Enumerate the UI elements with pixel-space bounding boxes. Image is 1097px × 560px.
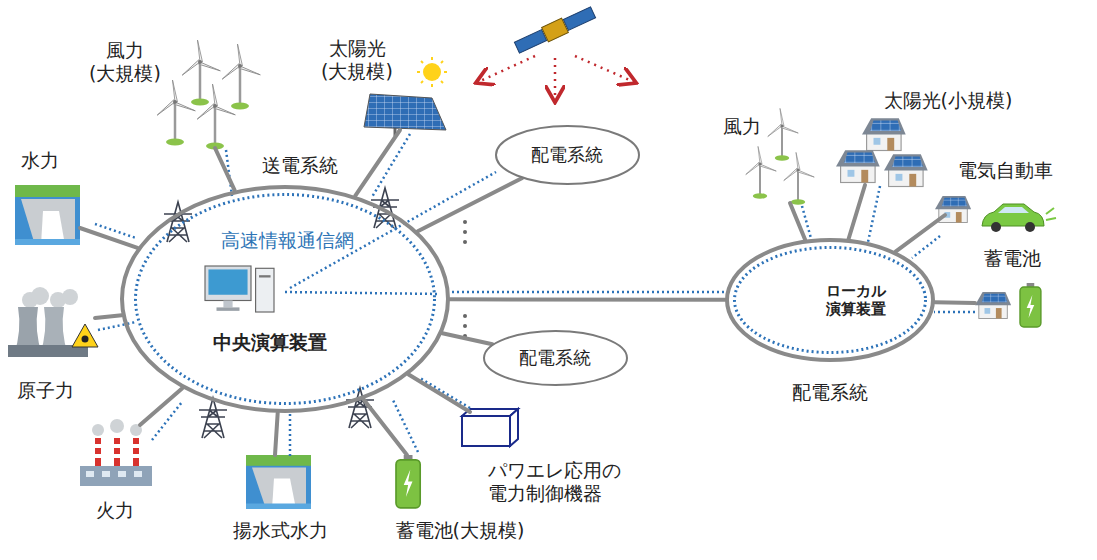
node-label: 送電系統 [262, 154, 338, 177]
thermal-plant [80, 419, 152, 486]
equipment-node: 太陽光 (大規模) [300, 25, 460, 133]
node-label: 水力 [21, 149, 59, 172]
wind-turbines [155, 40, 261, 150]
node-label: 蓄電池(大規模) [396, 519, 525, 542]
power-line [790, 203, 805, 240]
power-line [450, 297, 725, 302]
ellipse-line [727, 240, 933, 360]
node-label: 風力 (大規模) [77, 39, 173, 85]
battery-large [396, 455, 420, 508]
node-label: ローカル 演算装置 [816, 282, 896, 318]
solar-houses [836, 118, 928, 186]
power-line [363, 399, 407, 455]
ellipse-outline [134, 193, 436, 405]
power-electronics-box [462, 409, 518, 446]
battery-house [975, 283, 1041, 327]
ellipse-line [122, 187, 448, 411]
equipment-node: 蓄電池(大規模) [385, 450, 535, 550]
ellipse-line [484, 331, 627, 385]
equipment-node: 風力 [712, 108, 822, 206]
node-label: 太陽光(小規模) [884, 89, 1013, 112]
node-label: 配電系統 [531, 144, 603, 166]
ellipse-outline [120, 185, 450, 413]
nuclear-plant [8, 287, 98, 357]
equipment-node: 水力 [10, 145, 92, 250]
node-label: 揚水式水力 [233, 519, 328, 542]
ellipse-line [496, 126, 639, 184]
continuation-dots [463, 220, 467, 338]
node-label: 配電系統 [792, 381, 868, 404]
node-label: 火力 [96, 499, 134, 522]
equipment-node: 風力 (大規模) [75, 22, 275, 154]
satellite [514, 5, 597, 55]
node-label: 原子力 [17, 379, 74, 402]
node-label: 配電系統 [519, 347, 591, 369]
communication-lines [95, 134, 975, 456]
equipment-node: ローカル 演算装置 [772, 278, 902, 322]
equipment-node: 電気自動車 [935, 155, 1070, 237]
power-line [215, 148, 235, 190]
equipment-node: 揚水式水力 [225, 450, 335, 550]
signal-arrows [478, 56, 634, 100]
power-line [275, 413, 278, 455]
equipment-node: 原子力 [5, 290, 105, 405]
power-line [896, 215, 945, 252]
power-line [95, 315, 122, 318]
equipment-node: 中央演算装置 [195, 262, 345, 357]
system-ellipse: 送電系統高速情報通信網中央演算装置 [120, 185, 450, 413]
node-label: 風力 [723, 115, 761, 138]
power-line [409, 375, 470, 412]
node-label: 太陽光 (大規模) [302, 37, 412, 83]
system-ellipse: 配電系統 [483, 330, 628, 386]
system-ellipse: 配電系統ローカル 演算装置 [725, 238, 935, 362]
ev-house [935, 196, 1056, 232]
central-computer [205, 266, 274, 312]
power-line [442, 333, 492, 344]
power-line [935, 300, 975, 305]
power-line [355, 130, 400, 196]
equipment-node: 蓄電池 [970, 240, 1062, 330]
node-label: パワエレ応用の 電力制御機器 [488, 459, 642, 505]
power-line [418, 178, 522, 231]
pumped-hydro-dam [246, 455, 311, 509]
node-label: 高速情報通信網 [221, 229, 354, 252]
hydro-dam [15, 185, 80, 245]
power-line [80, 228, 137, 248]
equipment-node: パワエレ応用の 電力制御機器 [458, 405, 668, 505]
power-line [140, 388, 182, 425]
system-ellipse: 配電系統 [495, 125, 640, 185]
node-label: 蓄電池 [984, 247, 1041, 270]
power-line [849, 185, 865, 239]
system-ellipse: 高速情報通信網中央演算装置 [134, 193, 436, 405]
ellipse-line [136, 195, 435, 404]
ellipse-line [735, 248, 926, 353]
node-label: 電気自動車 [958, 159, 1053, 182]
node-label: 中央演算装置 [213, 331, 327, 354]
equipment-node: 火力 [75, 410, 165, 525]
